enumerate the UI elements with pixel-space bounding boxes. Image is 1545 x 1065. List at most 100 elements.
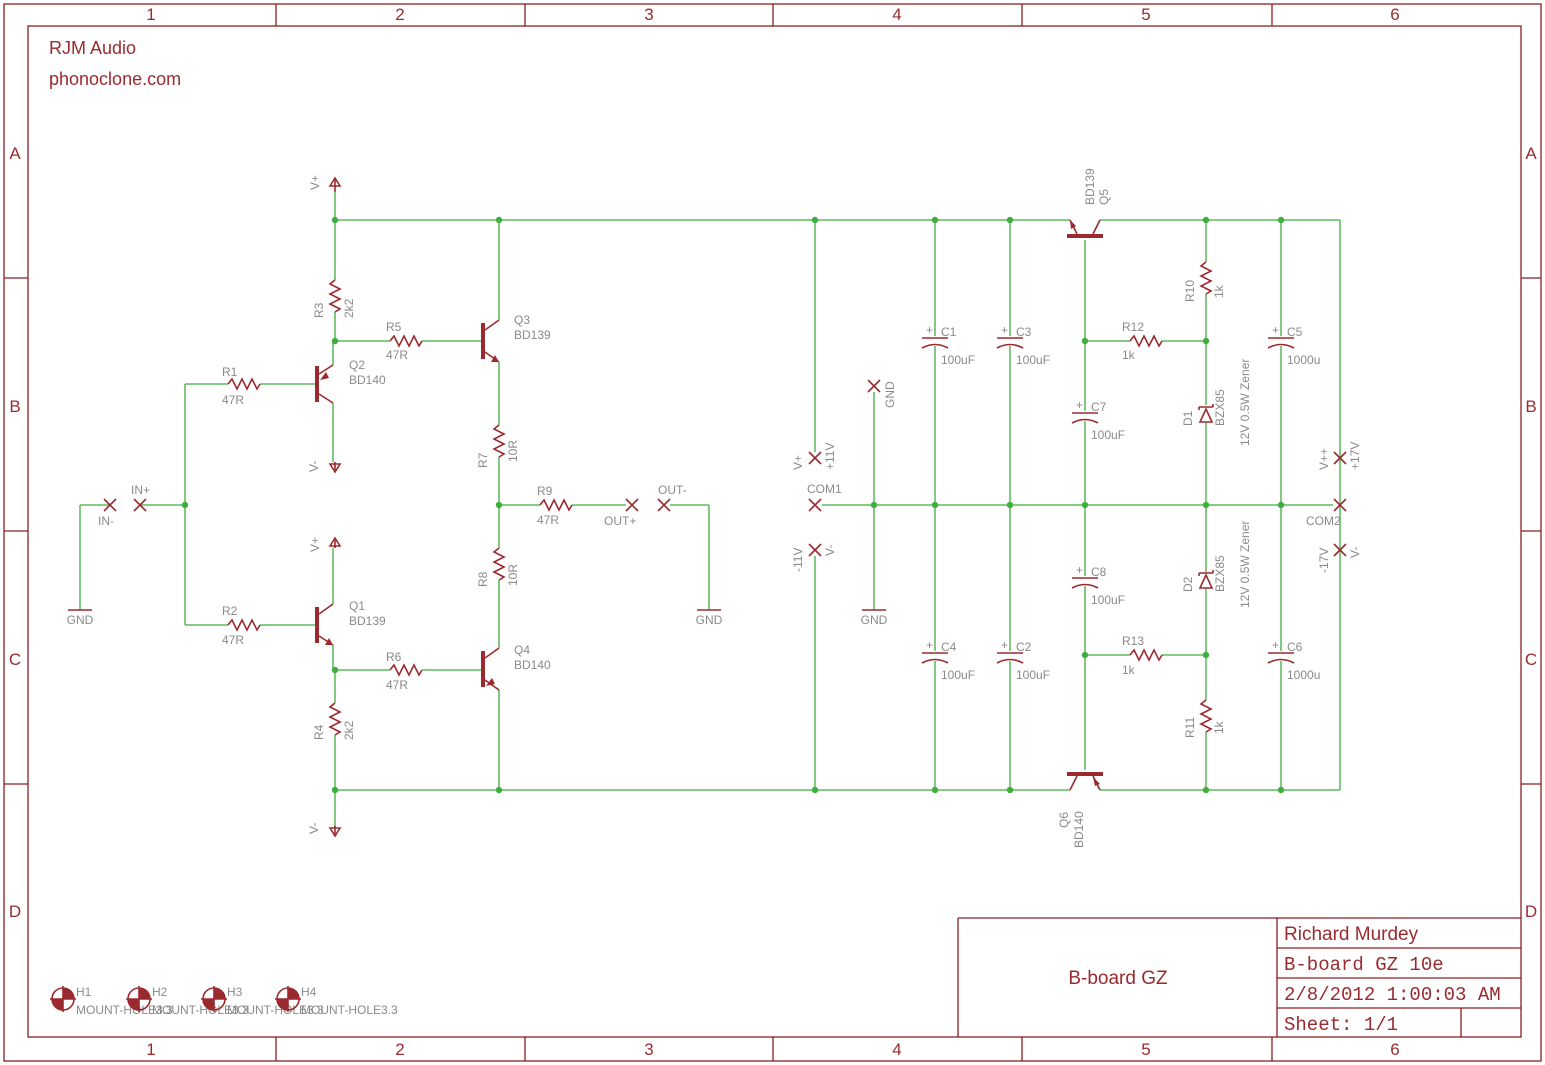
svg-text:V+: V+: [791, 455, 805, 470]
svg-text:47R: 47R: [386, 678, 408, 692]
svg-text:10R: 10R: [506, 564, 520, 586]
svg-text:100uF: 100uF: [941, 353, 975, 367]
svg-text:BZX85: BZX85: [1213, 389, 1227, 426]
svg-text:3: 3: [644, 5, 653, 24]
svg-text:MOUNT-HOLE3.3: MOUNT-HOLE3.3: [227, 1003, 324, 1017]
website-label: phonoclone.com: [49, 69, 181, 89]
supply-vminus-q2: V-: [307, 461, 341, 473]
svg-text:3: 3: [644, 1040, 653, 1059]
resistor-r12: R12 1k: [1122, 320, 1163, 362]
svg-text:IN+: IN+: [131, 483, 150, 497]
transistor-q5: BD139 Q5: [1067, 168, 1111, 238]
svg-text:OUT-: OUT-: [658, 483, 687, 497]
svg-text:12V 0.5W Zener: 12V 0.5W Zener: [1238, 359, 1252, 446]
frame-row-labels: A B C D A B C D: [9, 144, 1537, 921]
svg-text:B: B: [9, 397, 20, 416]
svg-text:R2: R2: [222, 604, 238, 618]
svg-text:MOUNT-HOLE3.3: MOUNT-HOLE3.3: [301, 1003, 398, 1017]
svg-text:100uF: 100uF: [1091, 428, 1125, 442]
svg-text:1000u: 1000u: [1287, 668, 1320, 682]
svg-text:R3: R3: [312, 302, 326, 318]
svg-text:C3: C3: [1016, 325, 1032, 339]
zener-d1: D1 BZX85 12V 0.5W Zener: [1181, 359, 1252, 446]
svg-text:BD139: BD139: [514, 328, 551, 342]
svg-text:V-: V-: [307, 823, 321, 834]
svg-text:H2: H2: [152, 985, 168, 999]
resistor-r4: R4 2k2: [312, 702, 356, 740]
svg-text:R12: R12: [1122, 320, 1144, 334]
svg-text:R13: R13: [1122, 634, 1144, 648]
svg-text:2: 2: [395, 1040, 404, 1059]
svg-text:MOUNT-HOLE3.3: MOUNT-HOLE3.3: [76, 1003, 173, 1017]
pad-out-minus: OUT-: [657, 483, 687, 512]
pad-plus17v: V++ +17V: [1317, 442, 1362, 470]
pad-gnd: GND: [867, 379, 897, 408]
pad-minus17v: -17V V-: [1317, 543, 1362, 573]
capacitor-c7: C7 100uF: [1071, 397, 1125, 442]
svg-text:47R: 47R: [386, 348, 408, 362]
svg-text:Q6: Q6: [1057, 812, 1071, 828]
supply-vminus-bottom: V-: [307, 823, 341, 837]
svg-text:V+: V+: [308, 537, 322, 552]
transistor-q1: Q1 BD139: [315, 599, 386, 646]
pad-in-minus: IN-: [98, 498, 117, 528]
pad-in-plus: IN+: [131, 483, 150, 512]
svg-text:100uF: 100uF: [1016, 668, 1050, 682]
svg-text:D: D: [9, 902, 21, 921]
svg-text:1k: 1k: [1212, 284, 1226, 298]
svg-text:Q1: Q1: [349, 599, 365, 613]
svg-text:-11V: -11V: [791, 548, 805, 572]
svg-text:Q5: Q5: [1097, 189, 1111, 205]
svg-text:D: D: [1525, 902, 1537, 921]
sheet-title: B-board GZ: [1068, 968, 1168, 989]
svg-text:1k: 1k: [1122, 663, 1136, 677]
resistor-r6: R6 47R: [386, 650, 423, 692]
svg-text:1: 1: [146, 5, 155, 24]
svg-text:A: A: [9, 144, 21, 163]
svg-text:R5: R5: [386, 320, 402, 334]
svg-text:R9: R9: [537, 484, 553, 498]
svg-text:C8: C8: [1091, 565, 1107, 579]
transistor-q2: Q2 BD140: [315, 358, 386, 404]
svg-text:OUT+: OUT+: [604, 514, 636, 528]
capacitor-c3: C3 100uF: [996, 322, 1050, 367]
svg-text:47R: 47R: [537, 513, 559, 527]
svg-text:R8: R8: [476, 571, 490, 587]
supply-vplus-q1: V+: [308, 537, 341, 552]
resistor-r13: R13 1k: [1122, 634, 1163, 677]
svg-text:1k: 1k: [1122, 348, 1136, 362]
pad-minus11v: -11V V-: [791, 543, 837, 572]
transistor-q3: Q3 BD139: [481, 313, 551, 363]
svg-text:A: A: [1525, 144, 1537, 163]
company-name: RJM Audio: [49, 38, 136, 58]
svg-text:C4: C4: [941, 640, 957, 654]
capacitor-c6: C6 1000u: [1267, 637, 1320, 682]
svg-text:1000u: 1000u: [1287, 353, 1320, 367]
document-label: B-board GZ 10e: [1284, 954, 1444, 976]
svg-text:R11: R11: [1183, 717, 1197, 738]
svg-text:GND: GND: [861, 613, 888, 627]
mount-hole-h1: H1 MOUNT-HOLE3.3: [50, 985, 173, 1017]
mount-hole-h4: H4 MOUNT-HOLE3.3: [275, 985, 398, 1017]
svg-text:BD140: BD140: [514, 658, 551, 672]
svg-text:GND: GND: [696, 613, 723, 627]
svg-text:-17V: -17V: [1317, 548, 1331, 573]
junction-dots: [181, 216, 1285, 794]
author-label: Richard Murdey: [1284, 924, 1419, 945]
svg-text:C2: C2: [1016, 640, 1032, 654]
transistor-q4: Q4 BD140: [481, 643, 551, 691]
svg-text:Q3: Q3: [514, 313, 530, 327]
svg-text:H3: H3: [227, 985, 243, 999]
svg-text:R7: R7: [476, 452, 490, 468]
svg-text:BD140: BD140: [1072, 811, 1086, 848]
svg-text:V-: V-: [823, 545, 837, 556]
svg-text:47R: 47R: [222, 633, 244, 647]
svg-text:BD139: BD139: [349, 614, 386, 628]
svg-text:6: 6: [1390, 5, 1399, 24]
svg-text:1: 1: [146, 1040, 155, 1059]
resistor-r11: R11 1k: [1183, 699, 1226, 738]
capacitor-c1: C1 100uF: [921, 322, 975, 367]
svg-text:C: C: [9, 650, 21, 669]
capacitor-c8: C8 100uF: [1071, 562, 1125, 607]
